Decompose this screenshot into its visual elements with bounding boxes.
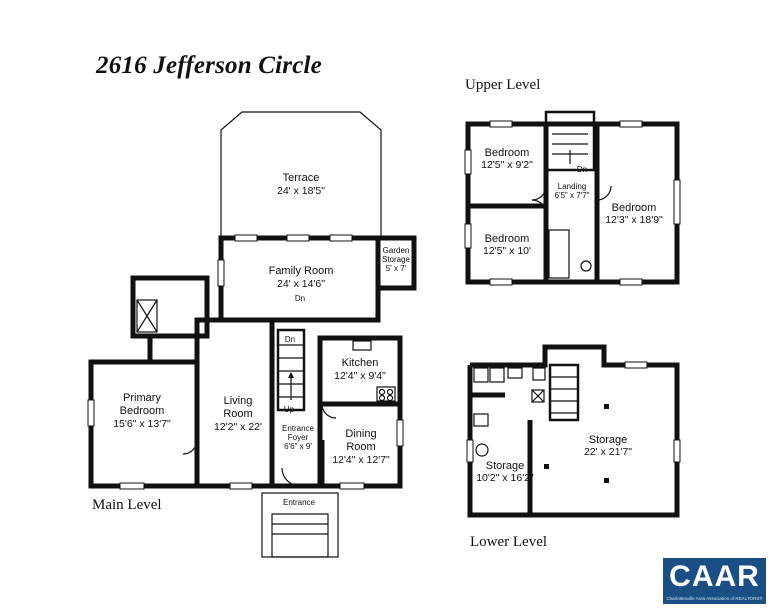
upper-stair [544, 110, 596, 172]
dining-room-dim: 12'4" x 12'7" [332, 454, 390, 466]
upper-dn-label: Dn [577, 165, 587, 174]
water-heater [475, 443, 489, 457]
landing-dim: 6'5" x 7'7" [555, 191, 590, 200]
terrace-label: Terrace [283, 172, 320, 184]
foyer-label: Entrance [282, 424, 315, 433]
furnace [473, 413, 489, 427]
stair-block [276, 328, 306, 412]
garden-label: Garden [383, 246, 410, 255]
lower-level-label: Lower Level [470, 534, 548, 550]
lower-outline [467, 344, 680, 518]
garden-dim: 5' x 7' [386, 264, 407, 273]
upper-bedroom-1-dim: 12'5" x 9'2" [481, 159, 533, 171]
lower-storage-1-label: Storage [486, 460, 525, 472]
upper-bedroom-2-label: Bedroom [485, 233, 530, 245]
stove [376, 386, 396, 402]
main-level-plan [87, 111, 417, 558]
upper-bedroom-1-label: Bedroom [485, 147, 530, 159]
kitchen-dim: 12'4" x 9'4" [334, 370, 386, 382]
shower-stall [136, 299, 158, 333]
kitchen-sink [352, 340, 372, 351]
caar-logo: CAAR Charlottesville Area Association of… [663, 558, 766, 604]
foyer-label-2: Foyer [288, 433, 309, 442]
dn-label-stair: Dn [285, 335, 295, 344]
primary-bedroom-label: Primary [123, 392, 161, 404]
up-label-stair: Up [284, 405, 295, 414]
terrace-dim: 24' x 18'5" [277, 185, 325, 197]
upper-tub [548, 229, 570, 279]
primary-bedroom-dim: 15'6" x 13'7" [113, 418, 171, 430]
lower-storage-2-label: Storage [589, 434, 628, 446]
upper-bedroom-3-dim: 12'3" x 18'9" [605, 214, 663, 226]
upper-bedroom-3-label: Bedroom [612, 202, 657, 214]
lower-level-plan [466, 344, 681, 518]
entrance-label: Entrance [283, 498, 316, 507]
living-room-label-2: Room [223, 408, 252, 420]
lower-stair [548, 363, 580, 422]
foyer-dim: 6'6" x 9' [284, 442, 312, 451]
room-labels: Terrace 24' x 18'5" Family Room 24' x 14… [113, 147, 663, 507]
living-room-label: Living [224, 395, 253, 407]
family-room-label: Family Room [269, 265, 334, 277]
main-level-label: Main Level [92, 497, 162, 513]
upper-level-plan [464, 110, 681, 286]
caar-logo-subtext: Charlottesville Area Association of REAL… [666, 596, 763, 601]
primary-bath-walls [130, 275, 210, 339]
lower-storage-2-dim: 22' x 21'7" [584, 446, 632, 458]
dining-room-label-2: Room [346, 441, 375, 453]
kitchen-label: Kitchen [342, 357, 379, 369]
primary-bedroom-label-2: Bedroom [120, 405, 165, 417]
page-title: 2616 Jefferson Circle [96, 52, 322, 79]
lower-storage-1-dim: 10'2" x 16'2" [476, 472, 534, 484]
dn-label-family: Dn [295, 294, 305, 303]
living-room-dim: 12'2" x 22' [214, 421, 262, 433]
landing-label: Landing [558, 182, 586, 191]
caar-logo-text: CAAR [669, 560, 760, 593]
upper-level-label: Upper Level [465, 77, 541, 93]
garden-storage-walls [375, 235, 417, 291]
family-room-dim: 24' x 14'6" [277, 278, 325, 290]
garden-label-2: Storage [382, 255, 411, 264]
dining-room-label: Dining [345, 428, 376, 440]
upper-bedroom-2-dim: 12'5" x 10' [483, 245, 531, 257]
